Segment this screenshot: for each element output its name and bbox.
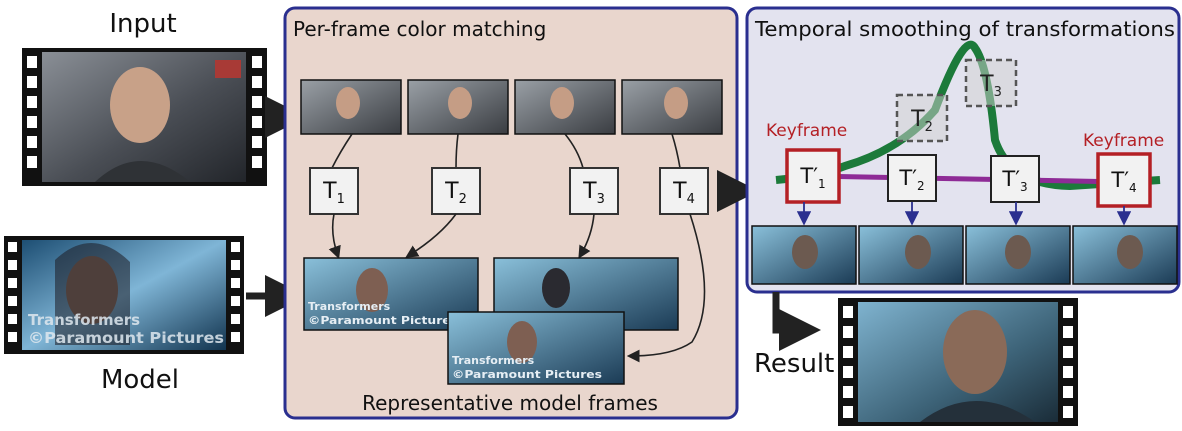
smoothed-transform-1: T′1 <box>785 148 841 204</box>
transform-box-2: T2 <box>431 167 481 215</box>
input-label: Input <box>109 9 176 39</box>
transform-box-4: T4 <box>659 167 709 215</box>
svg-text:T′2: T′2 <box>898 166 924 193</box>
svg-text:T2: T2 <box>910 107 933 135</box>
transform-connectors <box>328 213 706 363</box>
dashed-transform-3: T3 <box>964 58 1018 108</box>
dashed-transform-2: T2 <box>895 93 949 143</box>
smoothed-transform-4: T′4 <box>1096 152 1152 208</box>
keyframe-label-right: Keyframe <box>1083 131 1164 151</box>
representative-frames-caption: Representative model frames <box>362 391 658 415</box>
input-frame-thumbnails <box>300 79 723 135</box>
svg-text:©Paramount Pictures: ©Paramount Pictures <box>308 314 459 327</box>
result-arrow <box>772 292 821 351</box>
result-label: Result <box>754 349 834 379</box>
output-frame-thumbnails <box>751 225 1178 285</box>
svg-text:©Paramount Pictures: ©Paramount Pictures <box>452 368 603 381</box>
smoothed-transform-2: T′2 <box>887 154 937 202</box>
result-filmstrip <box>838 298 1078 426</box>
svg-text:T4: T4 <box>672 179 695 207</box>
per-frame-title: Per-frame color matching <box>293 17 546 41</box>
apply-arrows <box>796 202 1132 226</box>
svg-text:Transformers: Transformers <box>308 300 391 313</box>
model-watermark-line1: Transformers <box>28 311 140 329</box>
transform-box-3: T3 <box>569 167 619 215</box>
svg-text:T3: T3 <box>582 179 605 207</box>
smoothed-transform-3: T′3 <box>990 155 1040 203</box>
svg-text:T1: T1 <box>322 179 345 207</box>
svg-text:T′4: T′4 <box>1110 168 1136 195</box>
model-frame-1: Transformers ©Paramount Pictures <box>303 257 479 331</box>
thumbnail-connectors <box>331 133 681 169</box>
smoothing-panel <box>745 6 1181 294</box>
input-filmstrip <box>22 48 267 186</box>
model-filmstrip: Transformers ©Paramount Pictures <box>4 236 244 354</box>
transform-box-1: T1 <box>309 167 359 215</box>
smoothed-transform-curve <box>811 173 1126 185</box>
smoothing-title: Temporal smoothing of transformations <box>754 17 1175 41</box>
svg-text:T3: T3 <box>979 72 1002 100</box>
svg-text:T′3: T′3 <box>1001 167 1027 194</box>
model-watermark-line2: ©Paramount Pictures <box>28 329 224 347</box>
svg-text:Transformers: Transformers <box>452 354 535 367</box>
model-label: Model <box>101 365 179 395</box>
keyframe-label-left: Keyframe <box>766 121 847 141</box>
svg-text:T′1: T′1 <box>799 164 825 191</box>
svg-text:T2: T2 <box>444 179 467 207</box>
model-frame-3: Transformers ©Paramount Pictures <box>447 311 625 385</box>
